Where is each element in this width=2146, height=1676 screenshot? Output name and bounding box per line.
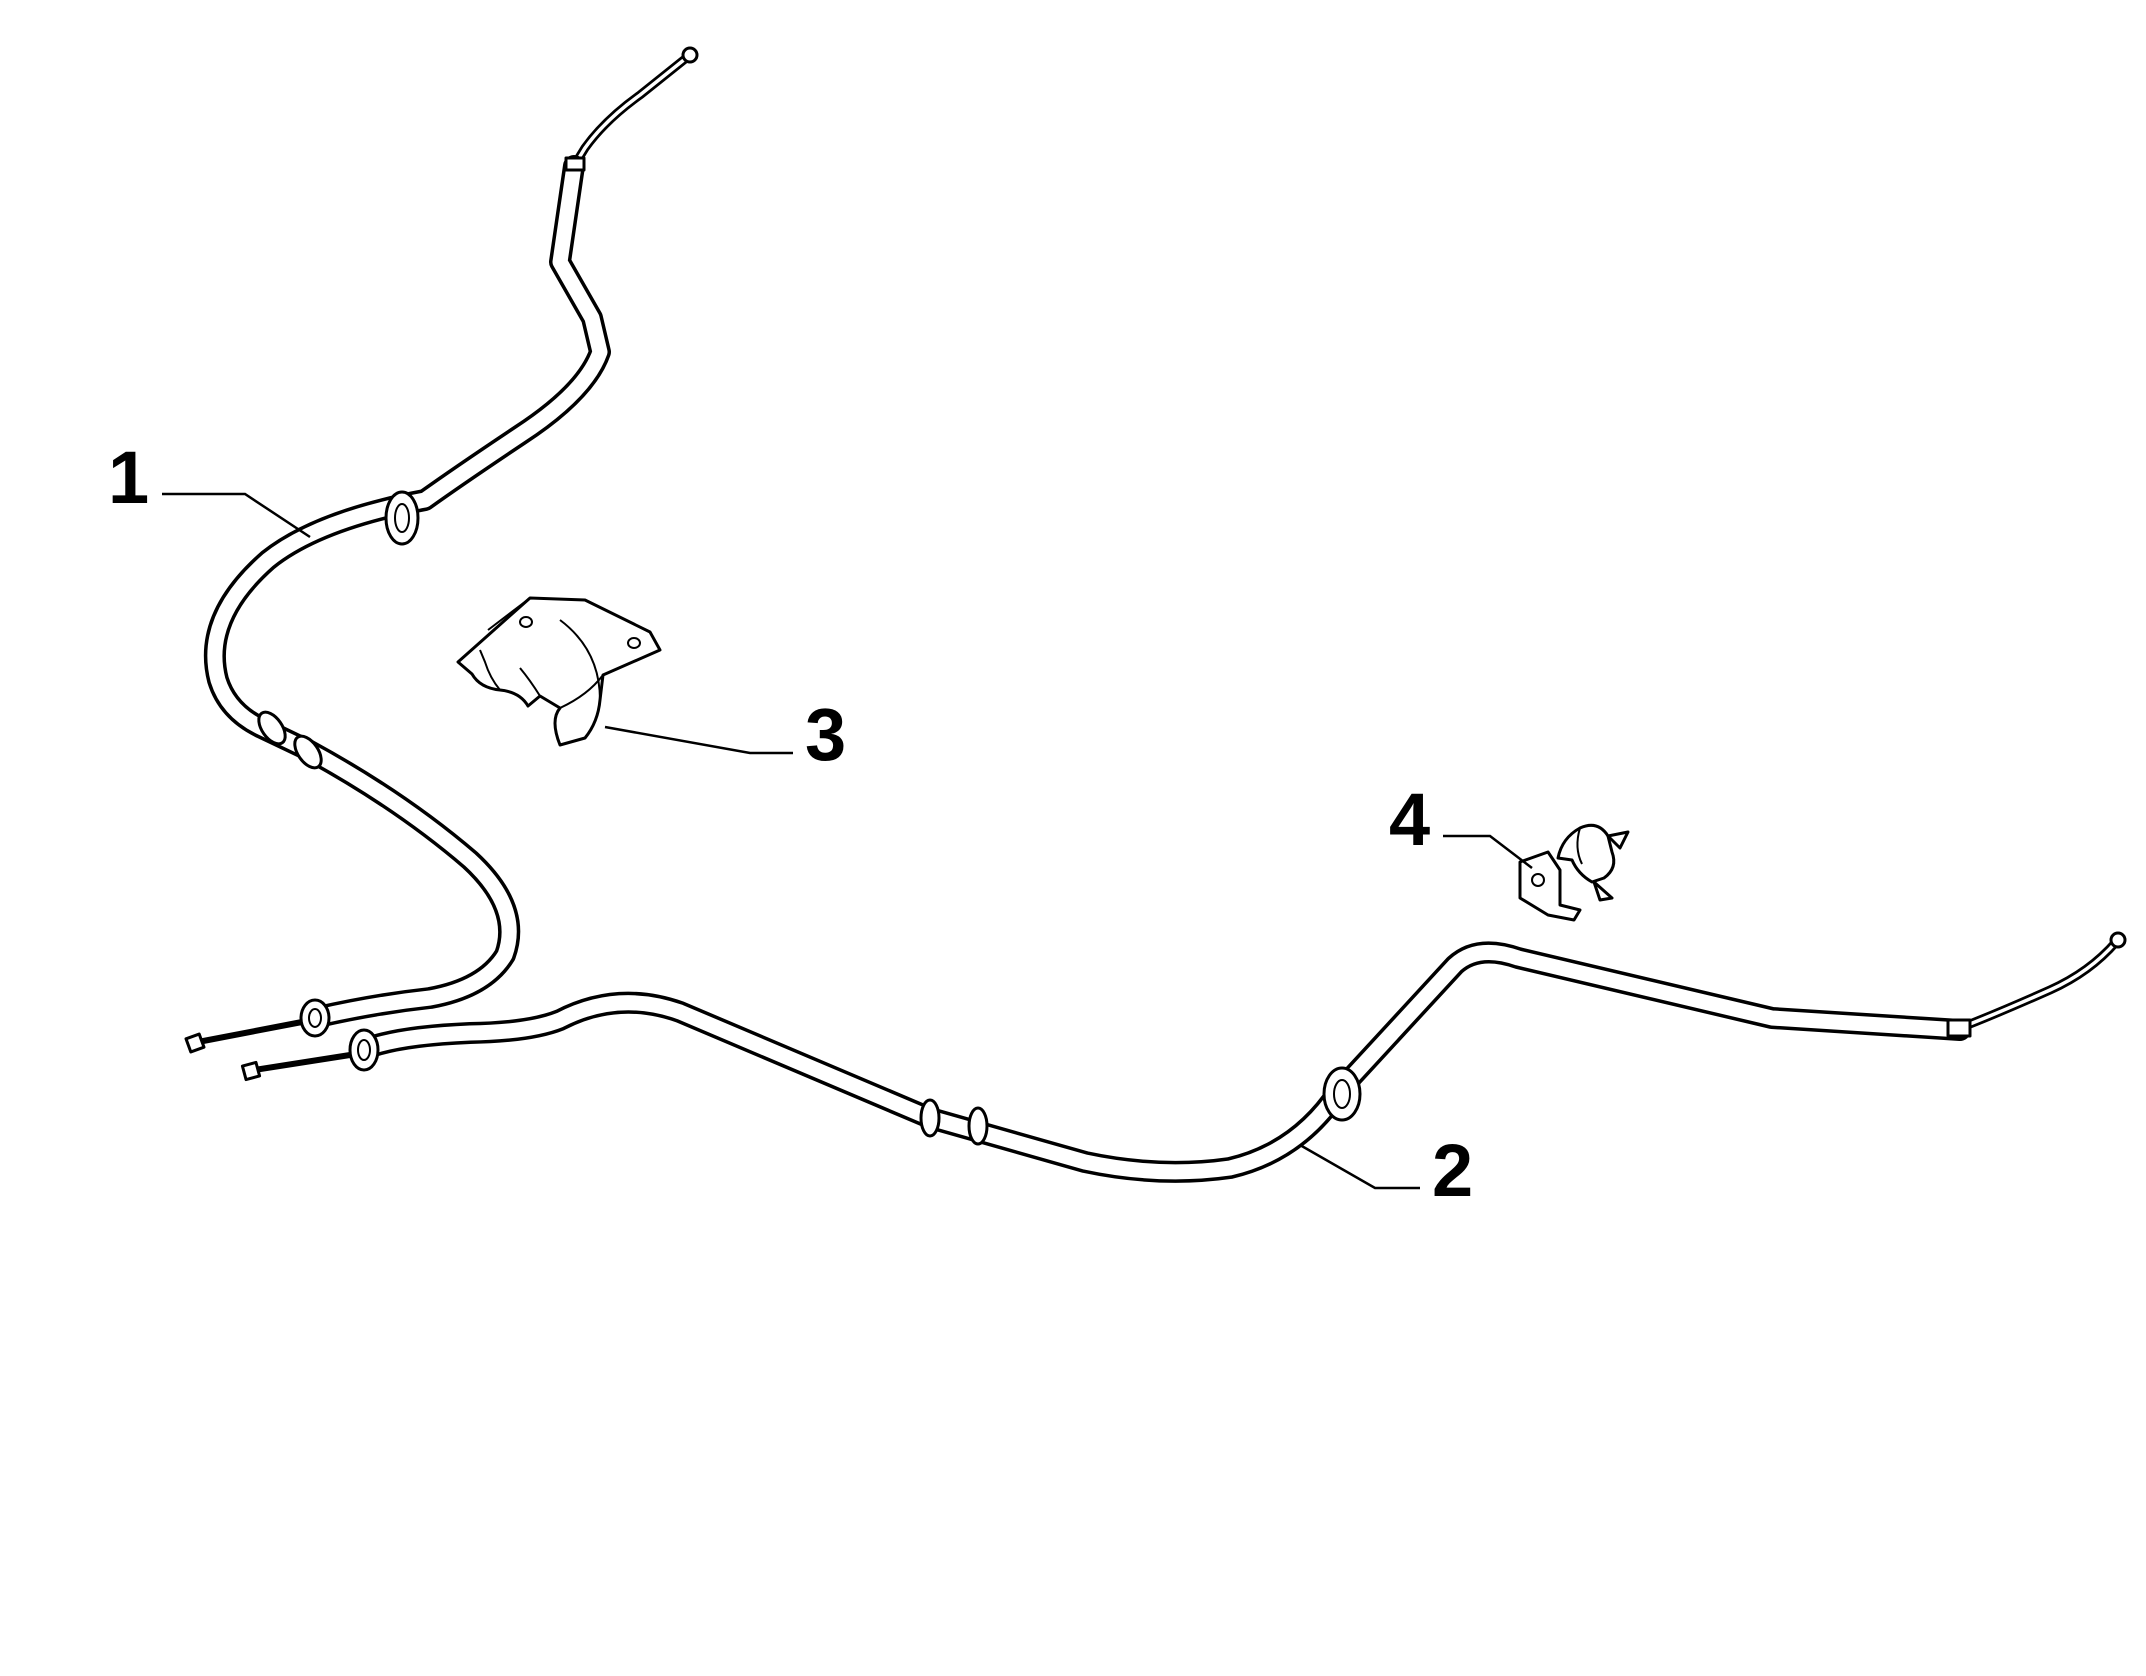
sheath-clip-icon — [293, 734, 323, 770]
part-4-clip[interactable] — [1518, 823, 1630, 922]
sheath-clip-icon — [967, 1106, 989, 1146]
leader-line-1 — [162, 492, 311, 539]
sheath-clip-icon — [919, 1098, 941, 1138]
leader-line-3 — [604, 725, 793, 755]
leader-line-2 — [1299, 1143, 1420, 1190]
grommet-icon — [1322, 1066, 1362, 1122]
callout-3: 3 — [604, 693, 846, 776]
callout-4: 4 — [1389, 778, 1533, 869]
callout-1: 1 — [108, 436, 311, 539]
cable-end-eyelet-icon — [2109, 931, 2127, 949]
part-3-bracket[interactable] — [456, 596, 662, 747]
rod-end-icon — [184, 1032, 206, 1054]
part-1-brake-cable[interactable] — [184, 46, 699, 1054]
grommet-icon — [384, 490, 420, 546]
mounting-hole-icon — [1531, 873, 1545, 887]
callout-label-1: 1 — [108, 436, 149, 519]
bolt-hole-icon — [519, 616, 533, 628]
callout-2: 2 — [1299, 1129, 1473, 1212]
sheath-clip-icon — [257, 710, 287, 746]
cable-end-eyelet-icon — [681, 46, 699, 64]
leader-line-4 — [1443, 834, 1533, 869]
sheath-ferrule-icon — [564, 156, 586, 172]
callout-label-3: 3 — [805, 693, 846, 776]
callout-label-2: 2 — [1432, 1129, 1473, 1212]
callout-label-4: 4 — [1389, 778, 1430, 861]
rod-end-icon — [240, 1060, 262, 1082]
bolt-hole-icon — [627, 637, 641, 649]
sheath-ferrule-icon — [1946, 1018, 1972, 1038]
end-fitting-icon — [348, 1028, 380, 1072]
part-2-brake-cable[interactable] — [240, 931, 2127, 1183]
end-fitting-icon — [299, 998, 331, 1038]
